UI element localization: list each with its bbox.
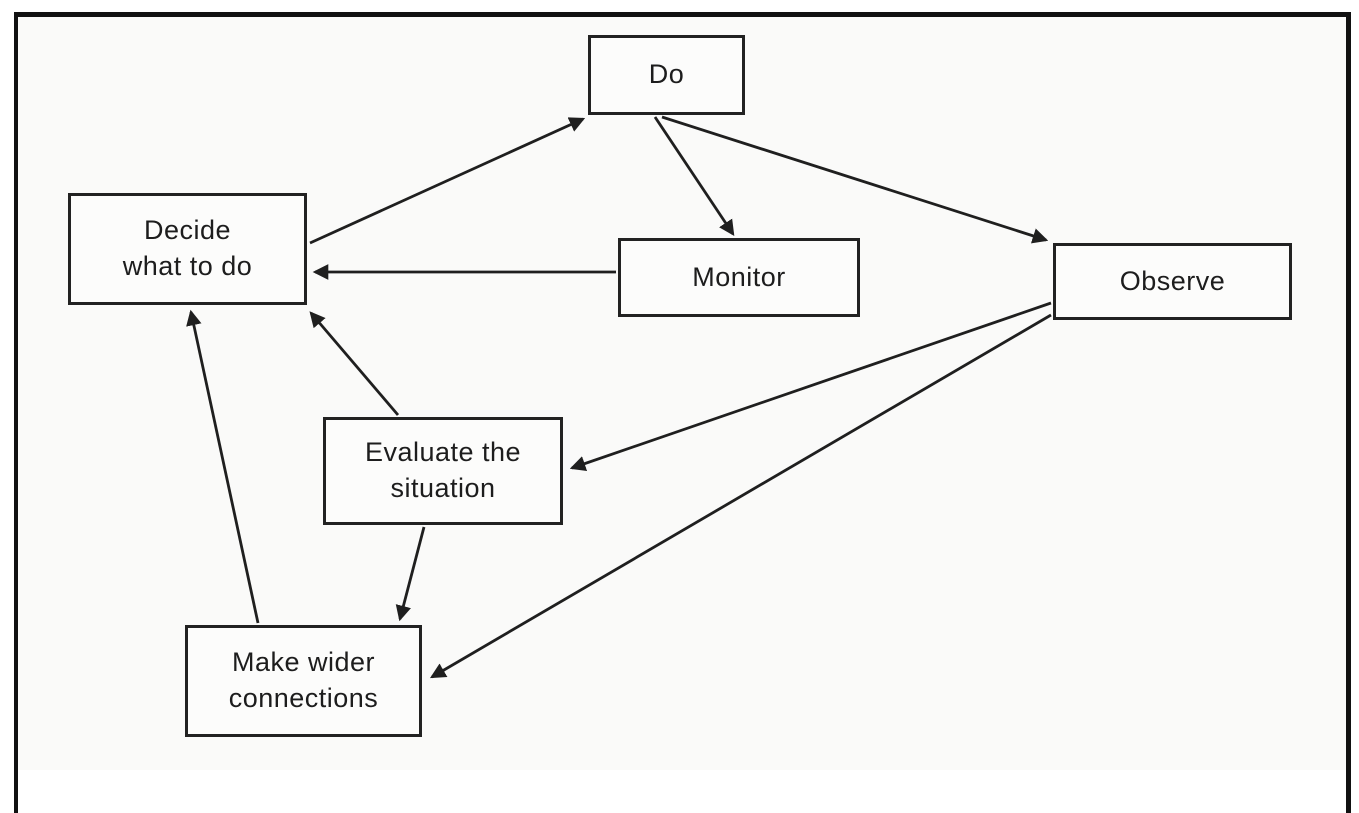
node-decide-label-line1: Decide [143, 215, 232, 246]
node-decide-what-to-do: Decide what to do [68, 193, 307, 305]
edge-observe-to-evaluate [569, 301, 1052, 472]
node-observe-label: Observe [1119, 265, 1226, 296]
edge-evaluate-to-decide [309, 311, 400, 416]
edge-do-to-observe [661, 115, 1049, 244]
figure-frame-right-rule [1346, 12, 1351, 813]
figure-frame-top-rule [14, 12, 1351, 17]
node-observe: Observe [1053, 243, 1292, 320]
node-monitor-label: Monitor [692, 261, 786, 292]
node-make-wider-connections: Make wider connections [185, 625, 422, 737]
node-do-label: Do [648, 59, 685, 90]
node-decide-label-line2: what to do [122, 251, 253, 281]
edge-do-to-monitor [653, 116, 735, 236]
node-evaluate-the-situation: Evaluate the situation [323, 417, 563, 525]
node-monitor: Monitor [618, 238, 860, 317]
node-evaluate-label-line1: Evaluate the [364, 437, 522, 468]
node-evaluate-label-line2: situation [390, 473, 496, 503]
node-make-wider-label-line1: Make wider [231, 647, 376, 678]
node-make-wider-label-line2: connections [228, 683, 379, 713]
edge-decide-to-do [309, 117, 586, 245]
edge-evaluate-to-make-wider [395, 526, 426, 622]
figure-frame-left-rule [14, 12, 18, 813]
edge-make-wider-to-decide [186, 309, 260, 624]
node-do: Do [588, 35, 745, 115]
edge-observe-to-make-wider [429, 313, 1052, 679]
